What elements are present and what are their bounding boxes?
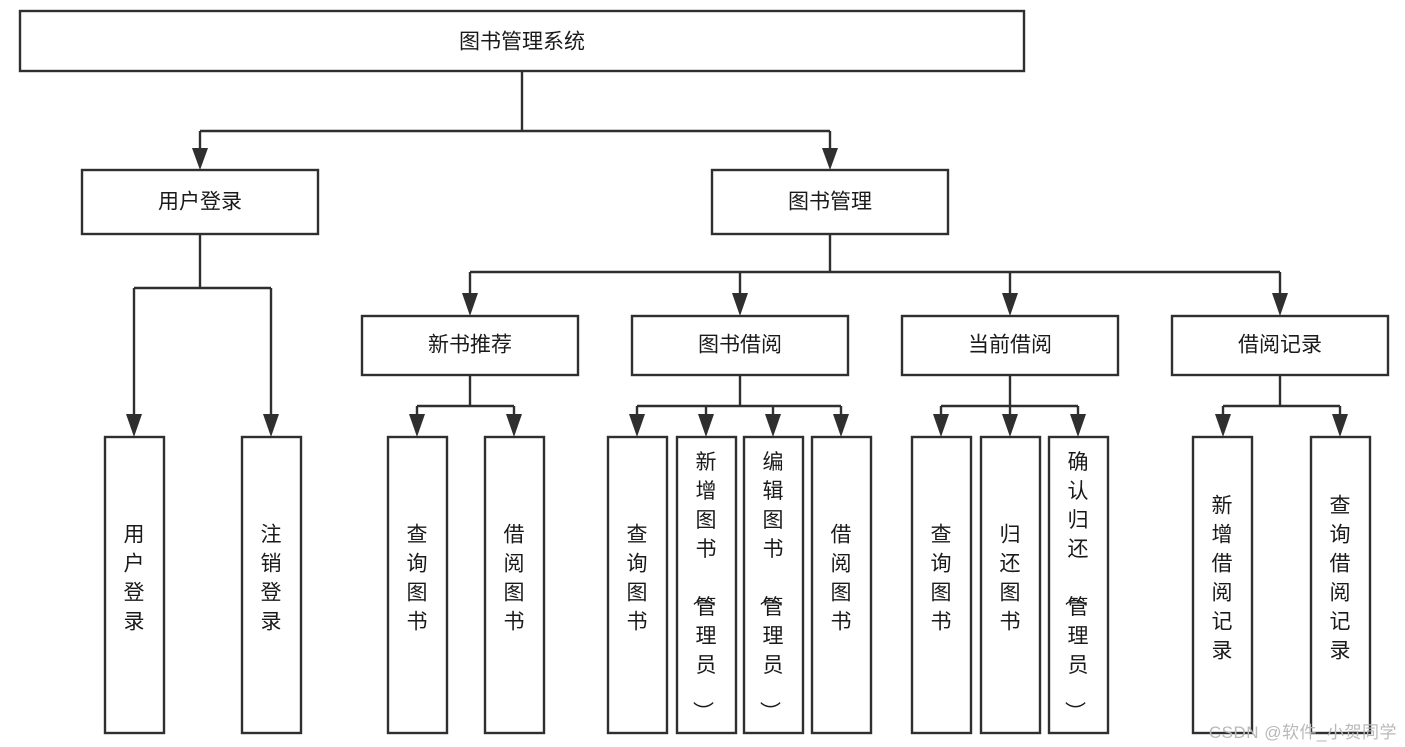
node-leaf-borrow-record-2[interactable]: 查询借阅记录	[1309, 435, 1372, 735]
arrow-borrow-record-child-1	[1215, 414, 1231, 437]
node-leaf-user-login-1[interactable]: 用户登录	[103, 435, 166, 735]
node-current-borrow[interactable]: 当前借阅	[900, 314, 1120, 377]
node-book-manage[interactable]: 图书管理	[710, 168, 950, 236]
node-book-borrow-box[interactable]	[630, 314, 850, 377]
arrow-to-book-borrow	[732, 293, 748, 316]
node-leaf-label: 新增图书（管理员）	[691, 451, 717, 722]
node-root-label: 图书管理系统	[459, 31, 585, 54]
node-current-borrow-label: 当前借阅	[968, 334, 1052, 357]
node-user-login-label: 用户登录	[158, 191, 242, 214]
node-book-manage-label: 图书管理	[788, 191, 872, 214]
node-leaf-box[interactable]	[1309, 435, 1372, 735]
arrow-current-borrow-child-2	[1002, 414, 1018, 437]
node-leaf-label: 借阅图书	[504, 524, 525, 634]
node-current-borrow-box[interactable]	[900, 314, 1120, 377]
node-leaf-user-login-2[interactable]: 注销登录	[240, 435, 303, 735]
node-root[interactable]: 图书管理系统	[18, 9, 1026, 73]
node-root-box[interactable]	[18, 9, 1026, 73]
arrow-user-login-child-2	[263, 414, 279, 437]
node-borrow-record-label: 借阅记录	[1238, 334, 1322, 357]
connectors	[126, 71, 1348, 437]
arrow-book-borrow-child-4	[833, 414, 849, 437]
arrow-to-book-manage	[822, 148, 838, 170]
node-book-borrow[interactable]: 图书借阅	[630, 314, 850, 377]
node-new-book-label: 新书推荐	[428, 334, 512, 357]
node-leaf-label: 注销登录	[261, 524, 282, 634]
arrow-to-user-login	[192, 148, 208, 170]
node-leaf-label: 新增借阅记录	[1212, 495, 1233, 663]
node-borrow-record-box[interactable]	[1170, 314, 1390, 377]
node-leaf-book-borrow-3[interactable]: 编辑图书（管理员）	[742, 435, 805, 735]
node-new-book[interactable]: 新书推荐	[360, 314, 580, 377]
node-leaf-label: 查询图书	[407, 524, 428, 634]
node-leaf-book-borrow-4[interactable]: 借阅图书	[810, 435, 873, 735]
node-leaf-box[interactable]	[386, 435, 449, 735]
node-leaf-label: 查询借阅记录	[1330, 495, 1351, 663]
node-leaf-box[interactable]	[1191, 435, 1254, 735]
node-leaf-new-book-2[interactable]: 借阅图书	[483, 435, 546, 735]
node-leaf-box[interactable]	[742, 435, 805, 735]
arrow-to-borrow-record	[1272, 293, 1288, 316]
node-user-login[interactable]: 用户登录	[80, 168, 320, 236]
arrow-to-new-book	[462, 293, 478, 316]
node-leaf-box[interactable]	[675, 435, 738, 735]
node-leaf-current-borrow-3[interactable]: 确认归还（管理员）	[1047, 435, 1110, 735]
node-book-borrow-label: 图书借阅	[698, 334, 782, 357]
arrow-to-current-borrow	[1002, 293, 1018, 316]
arrow-book-borrow-child-2	[698, 414, 714, 437]
node-leaf-box[interactable]	[606, 435, 669, 735]
node-leaf-book-borrow-1[interactable]: 查询图书	[606, 435, 669, 735]
node-leaf-new-book-1[interactable]: 查询图书	[386, 435, 449, 735]
arrow-user-login-child-1	[126, 414, 142, 437]
node-leaf-box[interactable]	[240, 435, 303, 735]
node-leaf-label: 查询图书	[627, 524, 648, 634]
node-leaf-box[interactable]	[103, 435, 166, 735]
node-book-manage-box[interactable]	[710, 168, 950, 236]
arrow-new-book-child-2	[506, 414, 522, 437]
node-leaf-label: 借阅图书	[831, 524, 852, 634]
arrow-book-borrow-child-3	[765, 414, 781, 437]
arrow-book-borrow-child-1	[629, 414, 645, 437]
node-leaf-box[interactable]	[810, 435, 873, 735]
node-leaf-current-borrow-1[interactable]: 查询图书	[910, 435, 973, 735]
node-leaf-borrow-record-1[interactable]: 新增借阅记录	[1191, 435, 1254, 735]
arrow-current-borrow-child-1	[933, 414, 949, 437]
node-leaf-box[interactable]	[1047, 435, 1110, 735]
node-leaf-label: 编辑图书（管理员）	[758, 451, 784, 722]
node-user-login-box[interactable]	[80, 168, 320, 236]
arrow-current-borrow-child-3	[1070, 414, 1086, 437]
node-leaf-current-borrow-2[interactable]: 归还图书	[979, 435, 1042, 735]
node-leaf-box[interactable]	[910, 435, 973, 735]
node-leaf-book-borrow-2[interactable]: 新增图书（管理员）	[675, 435, 738, 735]
node-leaf-label: 确认归还（管理员）	[1063, 451, 1089, 722]
node-new-book-box[interactable]	[360, 314, 580, 377]
node-leaf-label: 归还图书	[1000, 524, 1021, 634]
node-leaf-label: 用户登录	[124, 524, 145, 634]
arrow-borrow-record-child-2	[1332, 414, 1348, 437]
arrow-new-book-child-1	[409, 414, 425, 437]
node-leaf-label: 查询图书	[931, 524, 952, 634]
node-borrow-record[interactable]: 借阅记录	[1170, 314, 1390, 377]
node-leaf-box[interactable]	[979, 435, 1042, 735]
node-leaf-box[interactable]	[483, 435, 546, 735]
